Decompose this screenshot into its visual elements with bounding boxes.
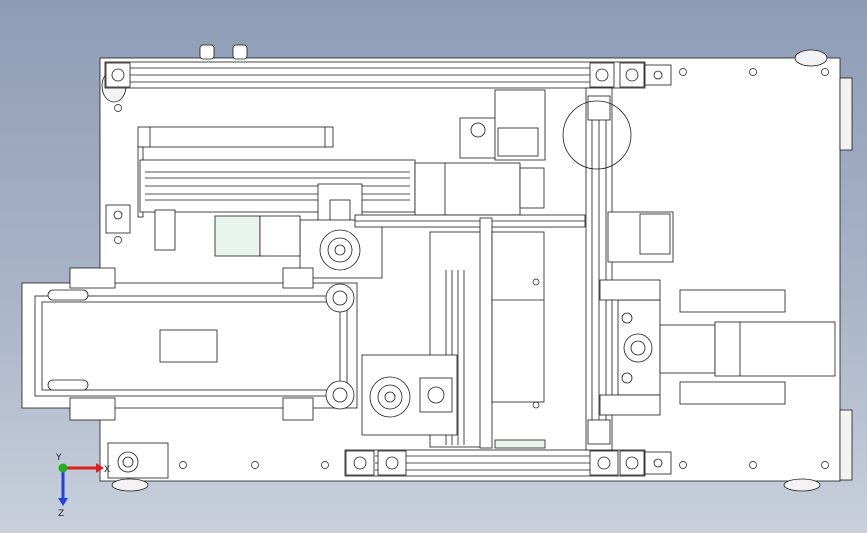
z-axis-arrowhead (58, 498, 68, 506)
cylinder-window (214, 215, 261, 257)
screw-hole (179, 461, 187, 469)
screw-hole (251, 461, 259, 469)
x-axis-arrowhead (96, 463, 104, 473)
screw-hole (749, 68, 757, 76)
screw-hole (821, 461, 829, 469)
caster-wheel (783, 478, 821, 492)
vertical-actuator (491, 231, 545, 403)
screw-hole (532, 401, 540, 409)
linear-actuator-body (414, 162, 521, 216)
screw-hole (114, 236, 122, 244)
carrier-window (159, 329, 218, 363)
round-housing (562, 100, 632, 170)
horizontal-cylinder (659, 324, 716, 374)
x-axis-label: X (104, 465, 110, 475)
caster-block (839, 77, 853, 151)
z-axis-label: Z (58, 509, 64, 519)
coordinate-triad: X Y Z (55, 453, 110, 519)
screw-hole (321, 461, 329, 469)
guide-bar-upper (679, 289, 786, 313)
screw-hole (532, 278, 540, 286)
screw-hole (749, 461, 757, 469)
caster-wheel (111, 478, 149, 492)
cylinder-body (714, 321, 836, 377)
cable-connector (199, 44, 215, 60)
y-axis-label: Y (55, 453, 62, 463)
cable-connector (232, 44, 248, 60)
screw-hole (679, 461, 687, 469)
screw-hole (821, 68, 829, 76)
screw-hole (679, 68, 687, 76)
y-axis-dot (58, 463, 68, 473)
caster-wheel (794, 49, 828, 67)
guide-bar-lower (679, 381, 786, 405)
linear-module-upper (137, 126, 334, 148)
screw-hole (114, 104, 122, 112)
caster-block (839, 409, 853, 481)
